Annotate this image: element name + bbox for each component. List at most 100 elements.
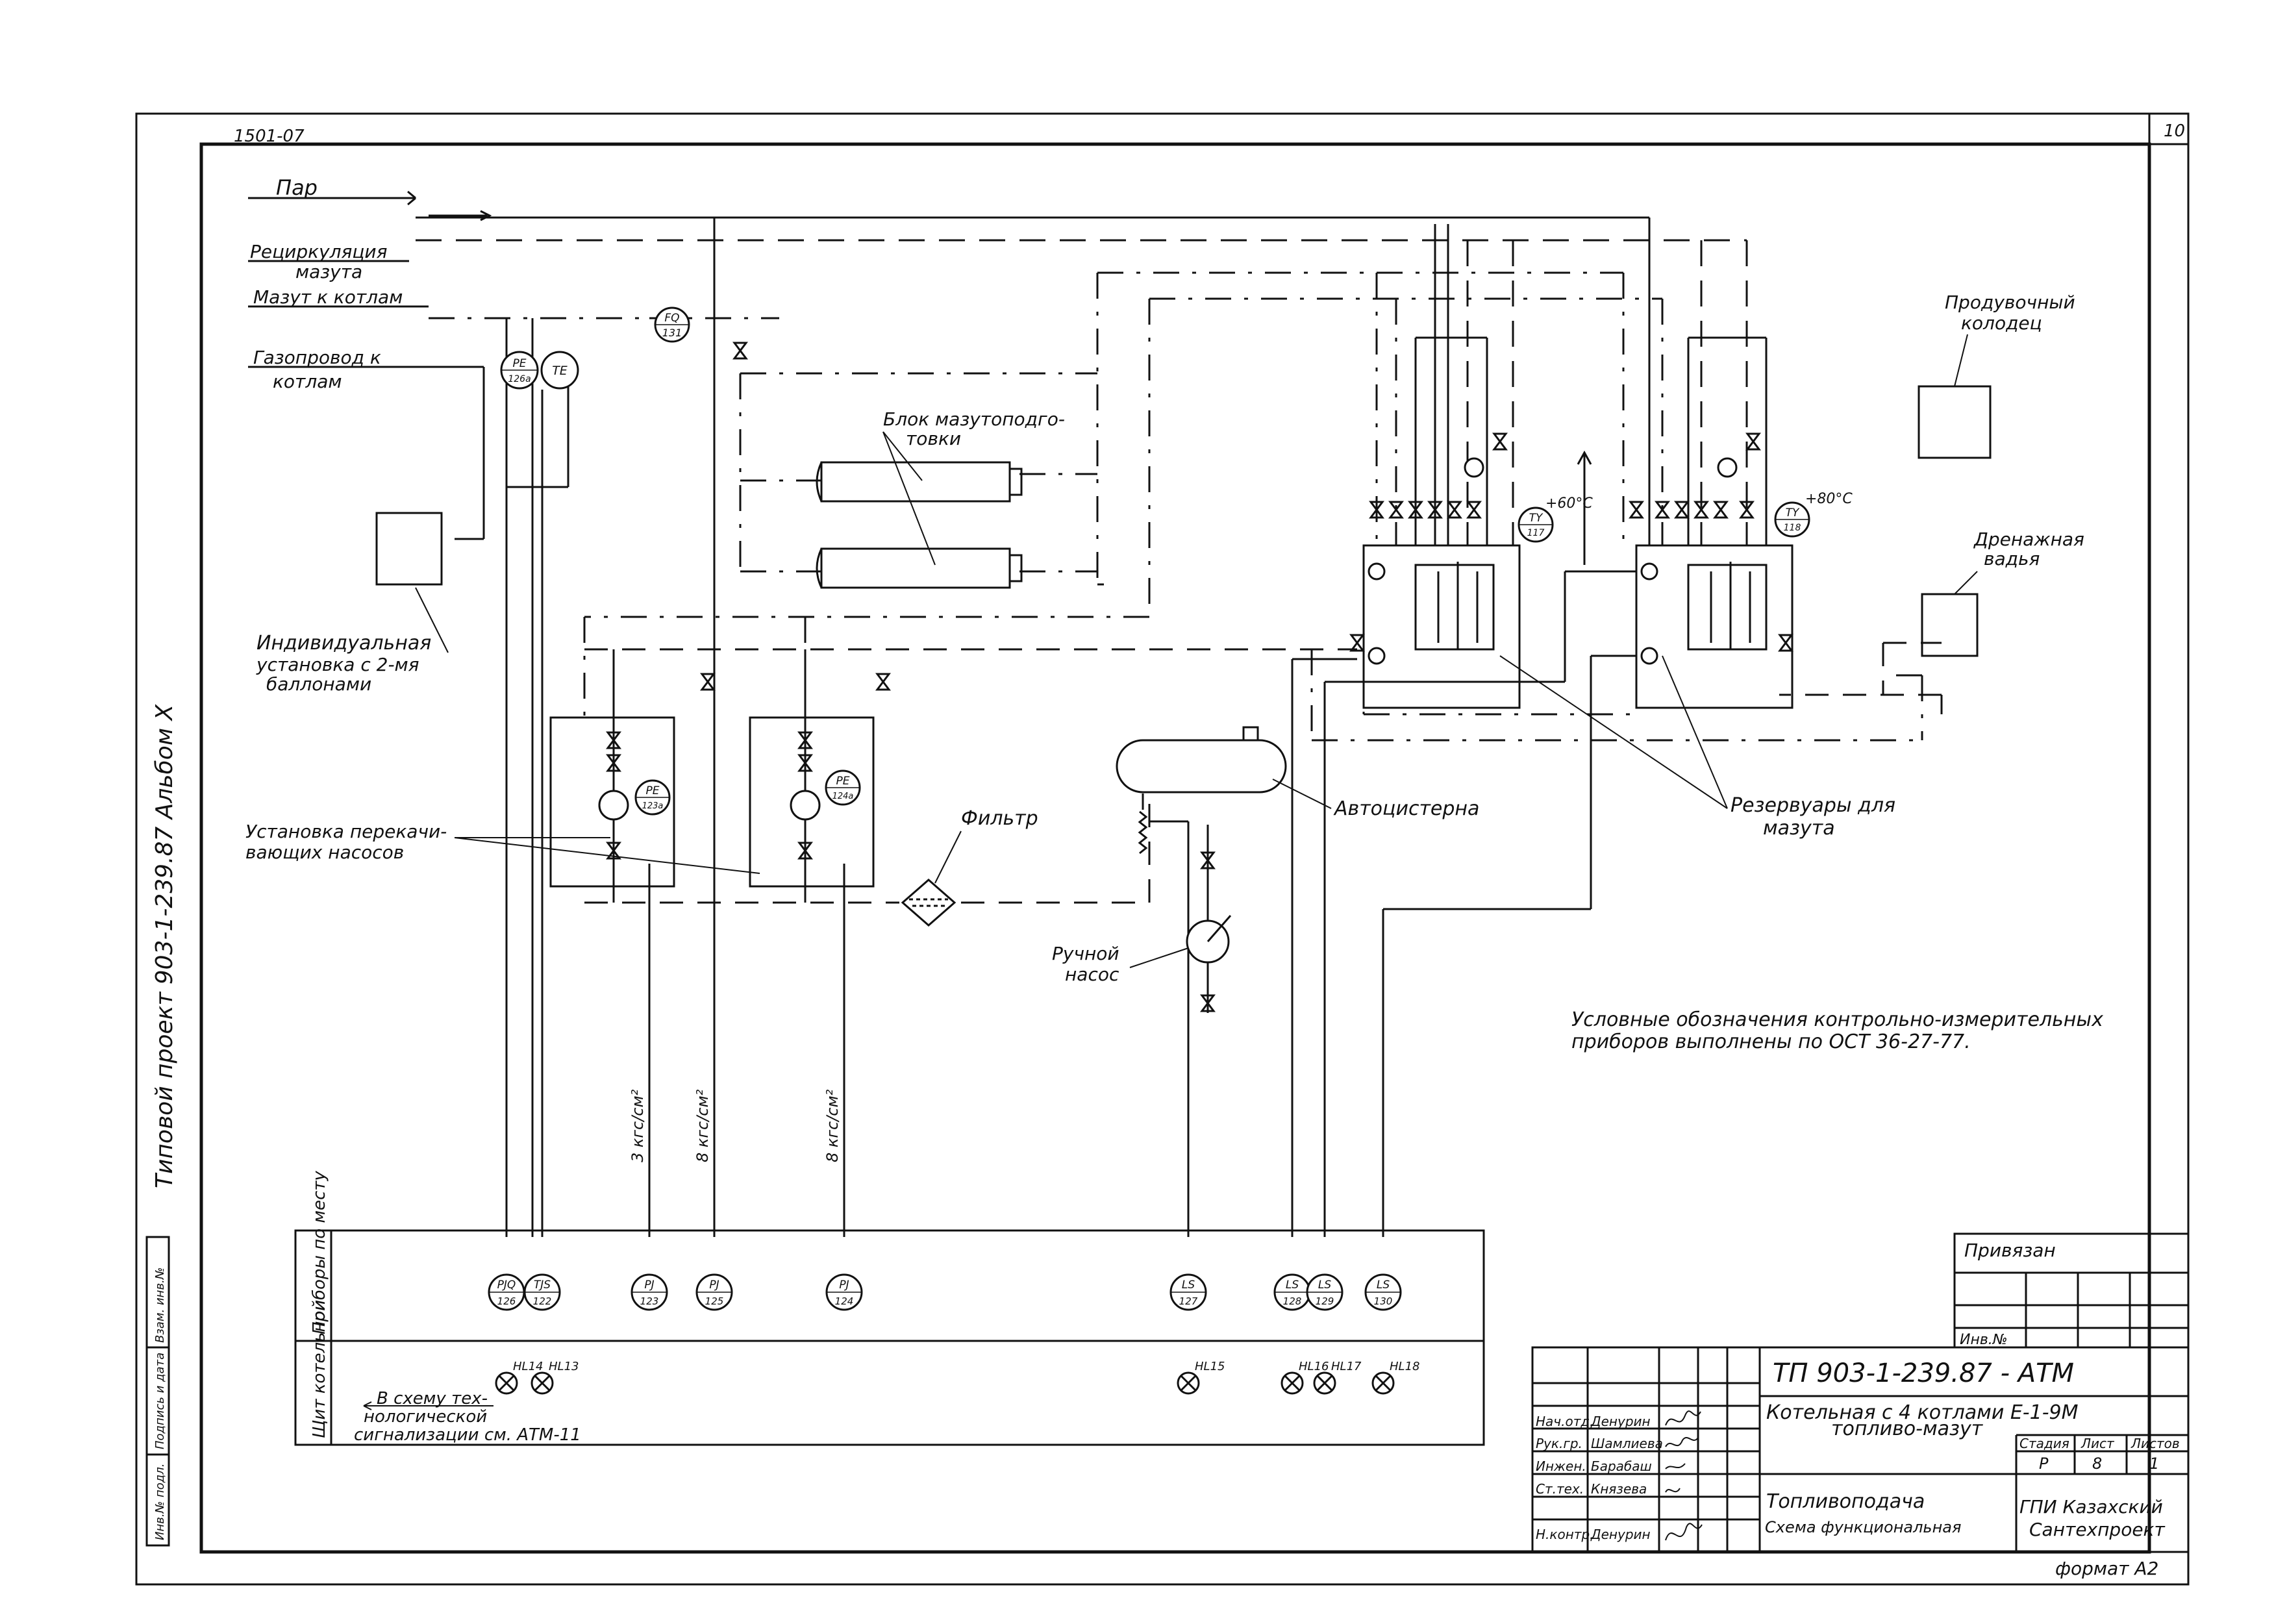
drain-tank xyxy=(1921,593,1979,657)
tank-valve-gauges xyxy=(1464,457,1738,478)
tb-role-1: Рук.гр. xyxy=(1536,1436,1582,1451)
label-press-1: 3 кгс/см² xyxy=(629,1089,647,1162)
tb-signatures xyxy=(1665,1410,1703,1541)
instrument-tag: PJ xyxy=(709,1279,719,1292)
lamp-icon xyxy=(1177,1371,1200,1395)
steam-pipeline xyxy=(416,216,1651,1237)
tb-role-0: Нач.отд. xyxy=(1536,1414,1594,1429)
signal-lamp-hl16: HL16 xyxy=(1281,1360,1329,1395)
label-fuel-to-boilers: Мазут к котлам xyxy=(253,286,403,308)
strip-label-sign: Подпись и дата xyxy=(153,1353,167,1449)
tb-inv-no: Инв.№ xyxy=(1960,1332,2008,1348)
ty118-num: 118 xyxy=(1784,523,1801,533)
instrument-number: 122 xyxy=(533,1295,552,1307)
left-binding-strip xyxy=(145,1236,170,1547)
label-temp-1: +60°C xyxy=(1545,495,1593,512)
label-blowdown-2: колодец xyxy=(1961,312,2042,334)
instrument-number: 129 xyxy=(1316,1295,1334,1307)
field-instrument-fq131: FQ 131 xyxy=(654,306,690,343)
instrument-number: 126 xyxy=(497,1295,516,1307)
signal-lamp-hl14: HL14 xyxy=(495,1360,543,1395)
instrument-tag: LS xyxy=(1377,1279,1390,1292)
lamp-label: HL16 xyxy=(1299,1360,1329,1373)
signal-lamp-hl17: HL17 xyxy=(1313,1360,1362,1395)
leader-blowdown xyxy=(1954,334,1968,387)
lamp-icon xyxy=(1313,1371,1336,1395)
pe126a-num: 126а xyxy=(508,374,531,384)
leader-tanker xyxy=(1272,779,1332,809)
field-instrument-ty118: TY 118 xyxy=(1774,501,1810,538)
signal-note-3: сигнализации см. АТМ-11 xyxy=(354,1425,581,1445)
field-instrument-pe123a: PE 123а xyxy=(634,779,671,816)
individual-gas-unit xyxy=(375,512,443,586)
fuel-prep-block xyxy=(816,461,1023,589)
lamp-icon xyxy=(1281,1371,1304,1395)
strip-label-vzam: Взам. инв.№ xyxy=(153,1268,167,1343)
hand-pump-symbol xyxy=(1186,825,1232,1013)
tb-sheet-h: Лист xyxy=(2081,1436,2115,1451)
lamp-icon xyxy=(1371,1371,1395,1395)
tb-format: формат А2 xyxy=(2055,1558,2158,1579)
label-hand-pump-2: насос xyxy=(1065,964,1119,985)
label-steam: Пар xyxy=(276,175,318,200)
leader-hand-pump xyxy=(1129,947,1189,968)
tb-name-0: Денурин xyxy=(1590,1414,1651,1429)
tanker-symbol xyxy=(1116,726,1287,855)
tank-inner-pipes xyxy=(1414,336,1768,565)
note-line-2: приборов выполнены по ОСТ 36-27-77. xyxy=(1571,1031,1971,1053)
label-individual-1: Индивидуальная xyxy=(256,632,431,655)
tb-sheet: 8 xyxy=(2092,1455,2102,1473)
recirculation-pipeline xyxy=(416,239,1748,545)
label-press-2: 8 кгс/см² xyxy=(694,1089,712,1162)
field-instrument-te: TE xyxy=(540,351,579,390)
lamp-label: HL18 xyxy=(1390,1360,1419,1373)
tb-role-2: Инжен. xyxy=(1536,1458,1586,1474)
tb-name-2: Барабаш xyxy=(1591,1458,1652,1474)
tb-name-1: Шамлиева xyxy=(1591,1436,1663,1451)
input-line-labels xyxy=(248,190,492,368)
fuel-tank-2 xyxy=(1635,544,1793,709)
label-gas-1: Газопровод к xyxy=(253,347,381,368)
pe126a-tag: PE xyxy=(513,357,527,370)
fq131-num: 131 xyxy=(662,327,682,339)
sheet-code-top: 1501-07 xyxy=(234,127,305,146)
lamp-icon xyxy=(531,1371,554,1395)
tb-name-3: Князева xyxy=(1591,1481,1647,1497)
pump-installation-2 xyxy=(749,649,875,903)
valves xyxy=(606,342,1793,1012)
tb-dwg-2: Схема функциональная xyxy=(1765,1518,1961,1536)
panel-instruments: PJQ126TJS122PJ123PJ125PJ124LS127LS128LS1… xyxy=(488,1273,1419,1395)
tb-desc-1: Котельная с 4 котлами Е-1-9М xyxy=(1766,1401,2079,1424)
pe124a-num: 124а xyxy=(832,792,854,801)
note-line-1: Условные обозначения контрольно-измерите… xyxy=(1571,1008,2103,1031)
tb-stage-h: Стадия xyxy=(2019,1436,2069,1451)
panel-row2-label: Щит котельной xyxy=(310,1300,329,1438)
label-pump-install-1: Установка перекачи- xyxy=(245,821,447,842)
label-gas-2: котлам xyxy=(273,371,342,392)
filter-symbol xyxy=(901,879,956,927)
label-blowdown-1: Продувочный xyxy=(1945,292,2075,313)
instrument-tag: PJ xyxy=(839,1279,849,1292)
instrument-number: 128 xyxy=(1283,1295,1302,1307)
panel-instrument-pj124: PJ 124 xyxy=(825,1273,863,1311)
instrument-number: 124 xyxy=(835,1295,854,1307)
leader-filter xyxy=(934,831,962,884)
label-prep-block-1: Блок мазутоподго- xyxy=(883,408,1065,430)
control-panel-frame xyxy=(294,1229,1485,1446)
label-tanks-1: Резервуары для xyxy=(1731,794,1895,817)
instrument-number: 125 xyxy=(705,1295,724,1307)
leader-prep-2 xyxy=(882,431,936,566)
leader-prep-1 xyxy=(882,431,923,481)
tb-role-3: Ст.тех. xyxy=(1536,1481,1584,1497)
tb-sheets-h: Листов xyxy=(2131,1436,2180,1451)
leader-drain xyxy=(1954,571,1978,595)
label-recirc-1: Рециркуляция xyxy=(250,241,387,262)
signal-arrow xyxy=(363,1401,494,1410)
lamp-icon xyxy=(495,1371,518,1395)
label-individual-2: установка с 2-мя xyxy=(256,654,419,675)
